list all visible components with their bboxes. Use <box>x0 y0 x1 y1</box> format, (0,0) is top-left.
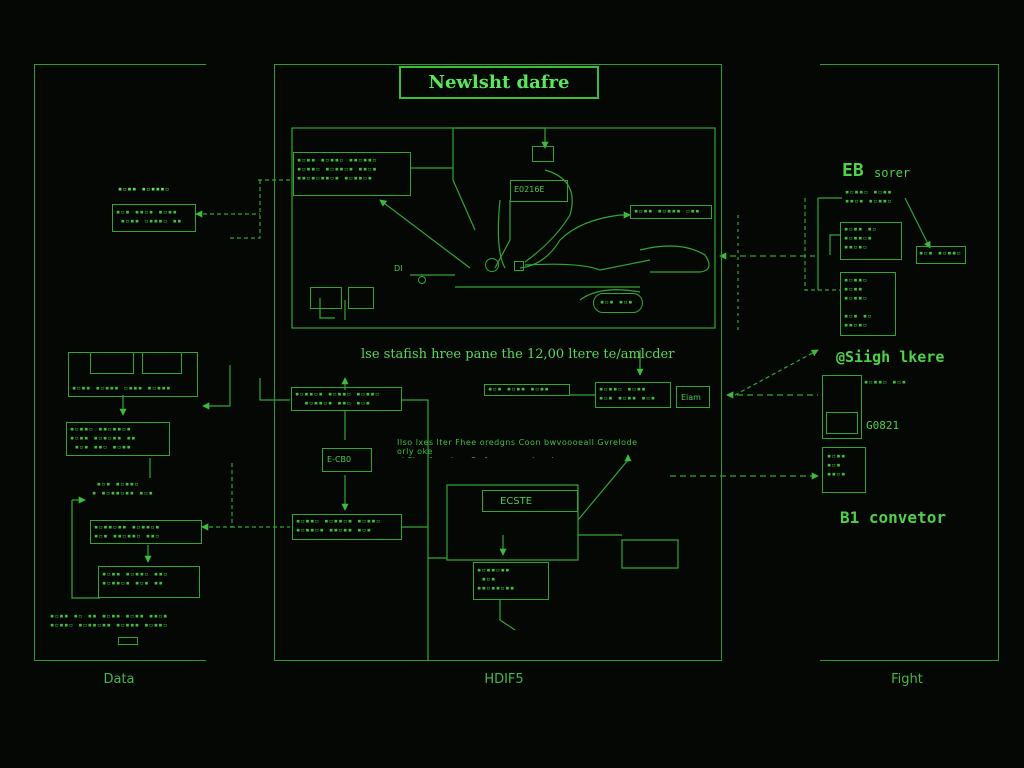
mid-node-text-4: ▪▫▪▪▫ ▪▫▪▪ ▪▫▪ ▪▫▪▪ ▪▫▪ <box>599 385 656 402</box>
mid-capsule-node <box>593 293 643 313</box>
mid-diamond-node <box>322 448 372 472</box>
mid-node-box-2 <box>291 387 402 411</box>
mid-device-icon-2 <box>348 287 374 309</box>
mid-bus-node <box>482 490 578 512</box>
mid-code-label: E0216E <box>514 185 545 194</box>
right-node-text-4: ▪▫▪▪▫ ▪▫▪ <box>864 378 907 386</box>
left-node-box-1 <box>112 204 196 232</box>
left-node-text-2: ▪▫▪▪ ▪▫▪▪▪ ▫▪▪▪ ▪▫▪▪▪ <box>72 384 172 392</box>
left-node-text-3: ▪▫▪▪▫ ▪▪▫▪▪▫▪ ▪▫▪▪ ▪▫▪▫▪▪ ▪▪ ▪▫▪ ▪▪▫ ▪▫▪… <box>70 425 137 451</box>
mid-node-box-1 <box>293 152 411 196</box>
left-node-heading: ▪▫▪▪ ▪▫▪▪▪▫ <box>118 185 170 193</box>
left-node-inner-2b <box>142 352 182 374</box>
eb-heading: EB <box>842 160 864 181</box>
left-node-inner-2a <box>90 352 134 374</box>
right-node-box-2 <box>916 246 966 264</box>
mid-bus-label: ECSTE <box>500 496 533 507</box>
mid-bottom-text: ▪▫▪▪▫▪▪ ▪▫▪ ▪▪▫▪▪▫▪▪ <box>477 566 515 592</box>
left-node-box-3 <box>66 422 170 456</box>
mid-side-label: Eiam <box>681 393 701 402</box>
column-label-data: Data <box>103 672 135 687</box>
mid-side-box <box>676 386 710 408</box>
right-code-text: G0821 <box>866 419 900 432</box>
right-node-text-3: ▪▫▪▪▫ ▪▫▪▪ ▪▫▪▪▫ ▪▫▪ ▪▫ ▪▪▫▪▫ <box>844 276 873 329</box>
right-node-box-4 <box>822 375 862 439</box>
mid-device-icon-1 <box>310 287 342 309</box>
mid-note-text: Ilso lxes lter Fhee oredgns Coon bwvoooe… <box>397 438 638 458</box>
mid-node-text-1: ▪▫▪▪ ▪▫▪▪▫ ▪▪▫▪▪▫ ▪▫▪▪▫ ▪▫▪▪▫▪ ▪▪▫▪ ▪▪▫▪… <box>297 156 378 182</box>
sigh-heading: @Siigh lkere <box>836 348 945 366</box>
mid-node-text-5: ▪▫▪▪▫ ▪▫▪▪▫▪ ▪▫▪▪▫ ▪▫▪▪▫▪ ▪▪▫▪▪ ▪▫▪ <box>296 517 381 534</box>
right-node-box-4b <box>826 412 858 434</box>
conveyor-heading: B1 convetor <box>840 508 946 527</box>
right-node-box-3 <box>840 272 896 336</box>
left-footer-connector <box>118 637 138 645</box>
left-footer-text: ▪▫▪▪ ▪▫ ▪▪ ▪▫▪▪ ▪▫▪▪ ▪▪▫▪ ▪▫▪▪▫ ▪▫▪▪▫▪▪ … <box>50 612 168 629</box>
mid-right-node <box>630 205 712 219</box>
mid-node-text-3: ▪▫▪ ▪▫▪▪ ▪▫▪▪ <box>488 385 550 393</box>
mid-hub-node-2 <box>514 261 524 271</box>
mid-mini-code: DI <box>394 264 403 273</box>
mid-code-box <box>510 180 568 202</box>
column-label-hdif5: HDIF5 <box>484 672 524 687</box>
left-node-box-5 <box>90 520 202 544</box>
mid-diamond-label: E-CB0 <box>327 455 352 464</box>
right-node-box-5 <box>822 447 866 493</box>
mid-caption: lse stafish hree pane the 12,00 ltere te… <box>361 347 675 362</box>
mid-node-box-3 <box>484 384 570 396</box>
data-panel <box>34 64 206 661</box>
mid-capsule-text: ▪▫▪ ▪▫▪ <box>600 298 634 306</box>
right-node-box-1 <box>840 222 902 260</box>
left-node-text-6: ▪▫▪▪ ▪▫▪▪▫ ▪▪▫ ▪▫▪▪▫▪ ▪▫▪ ▪▪ <box>102 570 169 587</box>
mid-hub-node <box>485 258 499 272</box>
left-node-box-6 <box>98 566 200 598</box>
mid-node-box-4 <box>595 382 671 408</box>
fight-panel <box>820 64 999 661</box>
column-label-fight: Fight <box>891 672 923 687</box>
mid-dot-node <box>418 276 426 284</box>
left-node-text-1: ▪▫▪ ▪▪▫▪ ▪▫▪▪ ▪▫▪▪ ▫▪▪▪▫ ▪▪ <box>116 208 183 225</box>
mid-node-text-2: ▪▫▪▪▫▪ ▪▫▪▪▫ ▪▫▪▪▫ ▪▫▪▪▫▪ ▪▪▫ ▪▫▪ <box>295 390 380 407</box>
right-node-text-5: ▪▫▪▪ ▪▫▪ ▪▪▫▪ <box>827 452 846 478</box>
mid-right-node-text: ▪▫▪▪ ▪▫▪▪▪ ▫▪▪ <box>634 207 701 215</box>
eb-text: ▪▫▪▪▫ ▪▫▪▪ ▪▪▫▪ ▪▫▪▪▫ <box>845 188 893 205</box>
left-node-text-4: ▪▫▪ ▪▫▪▪▫ ▪ ▪▫▪▪▫▪▪ ▪▫▪ <box>92 480 154 497</box>
left-node-text-5: ▪▫▪▪▫▪▪ ▪▫▪▪▫▪ ▪▫▪ ▪▪▫▪▪▫ ▪▪▫ <box>94 523 161 540</box>
mid-node-box-5 <box>292 514 402 540</box>
mid-bottom-node <box>473 562 549 600</box>
hdif5-panel <box>274 64 722 661</box>
eb-subheading: sorer <box>874 166 911 180</box>
right-node-text-1: ▪▫▪▪ ▪▫ ▪▫▪▪▫▪ ▪▪▫▪▫ <box>844 225 878 251</box>
diagram-title: Newlsht dafre <box>399 66 599 99</box>
mid-top-node <box>532 146 554 162</box>
right-node-text-2: ▪▫▪ ▪▫▪▪▫ <box>919 249 962 257</box>
